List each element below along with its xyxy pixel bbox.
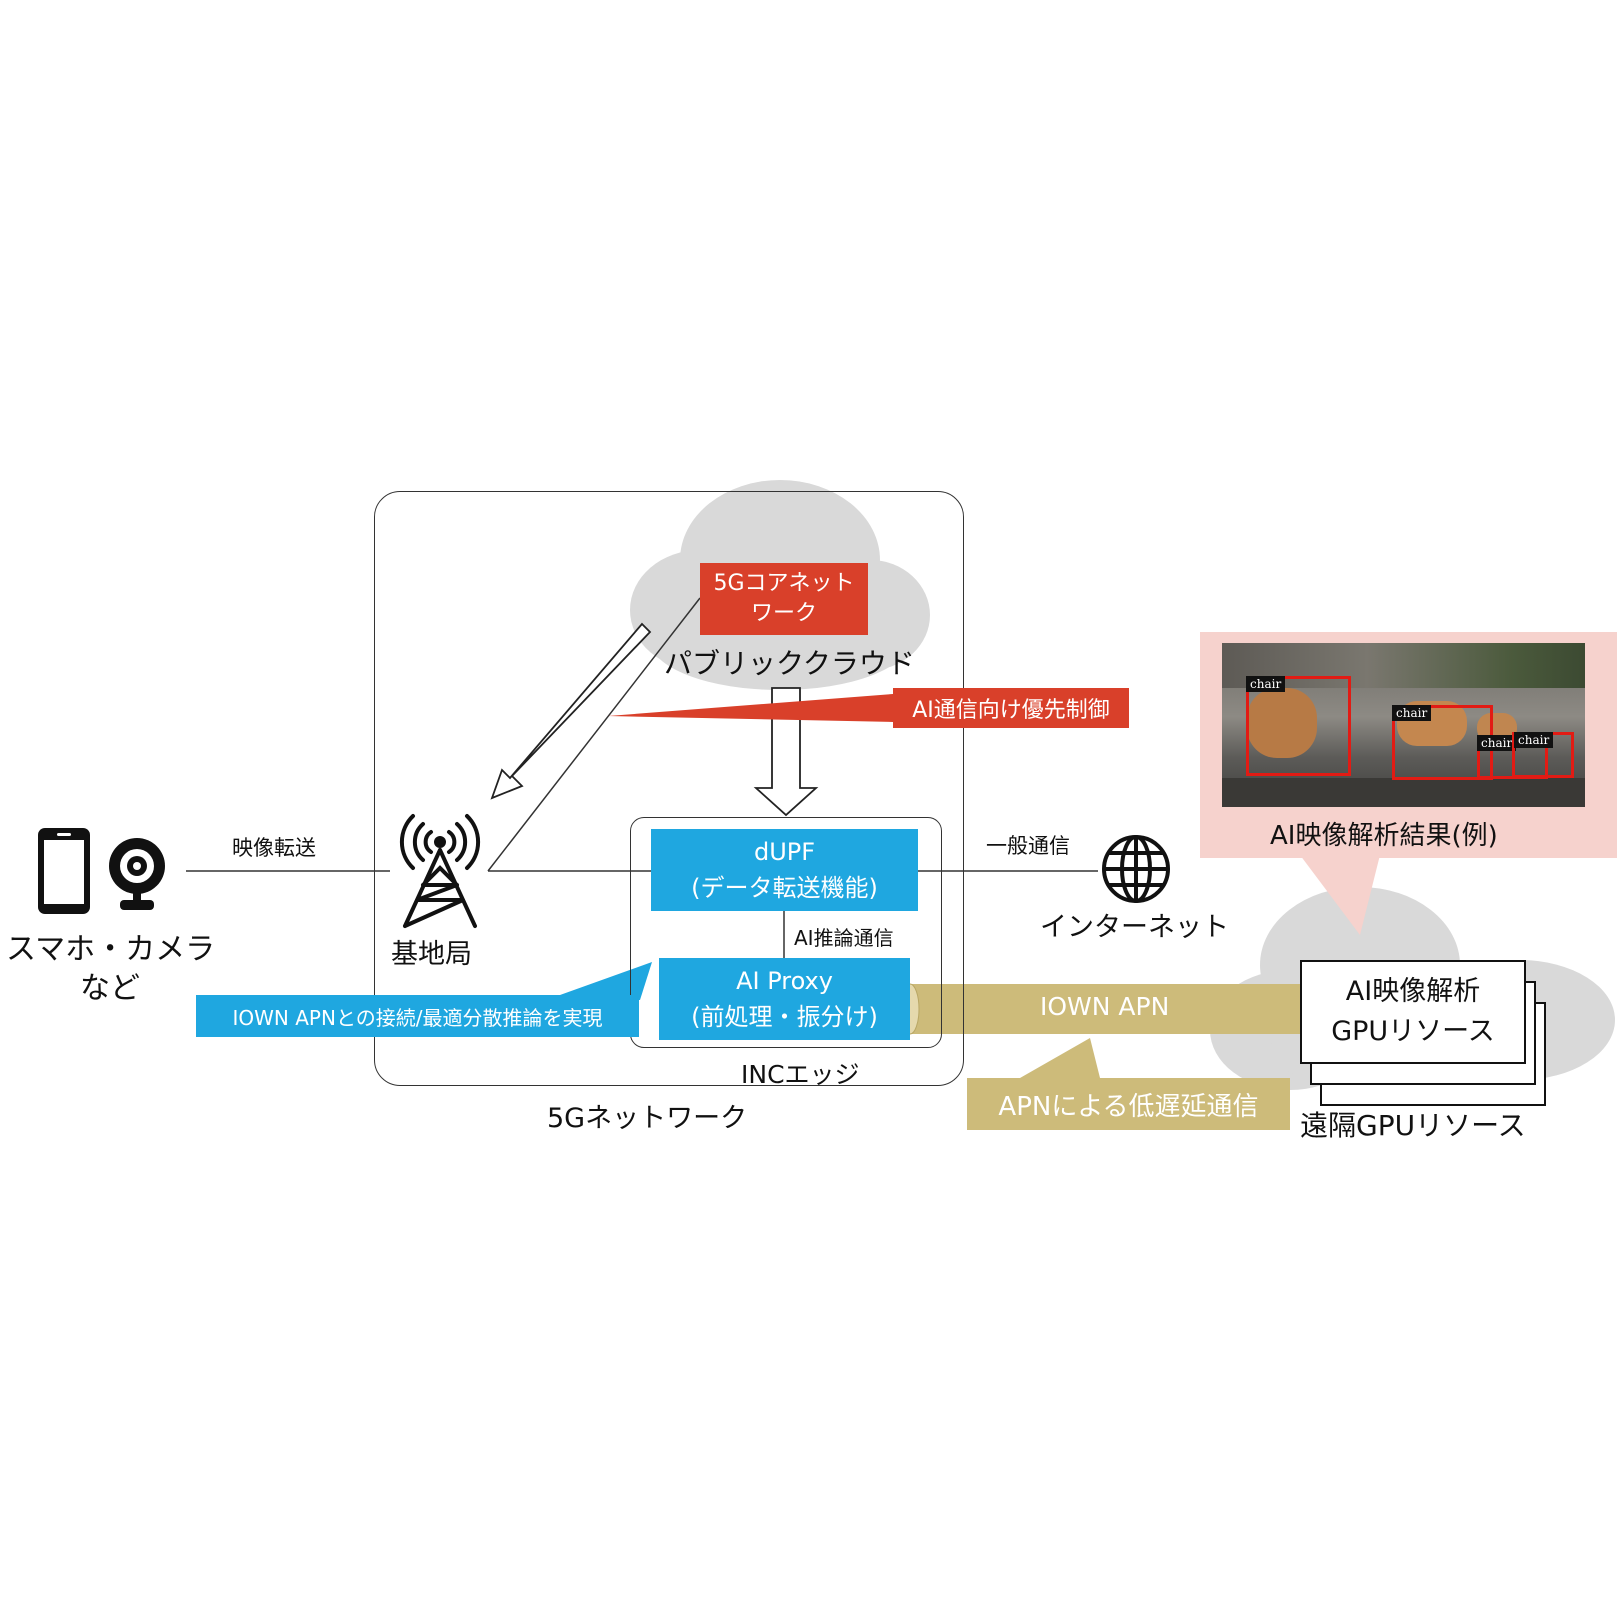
network-label: 5Gネットワーク xyxy=(547,1103,748,1134)
remote-gpu-label: 遠隔GPUリソース xyxy=(1300,1109,1526,1142)
control-arrow-diagonal xyxy=(490,622,652,800)
result-pointer xyxy=(1300,855,1380,935)
ai-priority-callout: AI通信向け優先制御 xyxy=(893,688,1129,728)
apn-callout: APNによる低遅延通信 xyxy=(967,1078,1290,1130)
core-network-line1: 5Gコアネット xyxy=(713,571,855,596)
devices-label-line1: スマホ・カメラ xyxy=(6,932,216,967)
public-cloud-label: パブリッククラウド xyxy=(664,647,915,680)
dupf-line1: dUPF xyxy=(753,838,816,866)
detection-tag: chair xyxy=(1246,676,1286,692)
gpu-card-front: AI映像解析 GPUリソース xyxy=(1300,960,1526,1064)
gpu-card-line1: AI映像解析 xyxy=(1345,976,1481,1007)
base-station-label: 基地局 xyxy=(391,939,472,970)
dupf-line2: (データ転送機能) xyxy=(691,874,878,902)
iown-wedge xyxy=(560,962,652,1000)
iown-apn-label: IOWN APN xyxy=(1040,992,1170,1021)
inc-edge-boundary xyxy=(630,817,942,1048)
dupf-box: dUPF (データ転送機能) xyxy=(651,829,918,911)
smartphone-icon xyxy=(38,828,90,914)
video-transfer-label: 映像転送 xyxy=(232,836,316,860)
core-network-box: 5Gコアネット ワーク xyxy=(700,563,868,635)
5g-network-boundary xyxy=(374,491,964,1086)
ai-inference-label: AI推論通信 xyxy=(794,926,894,950)
antenna-tower-icon xyxy=(399,814,481,928)
gpu-card-line2: GPUリソース xyxy=(1331,1016,1495,1047)
result-label: AI映像解析結果(例) xyxy=(1270,821,1498,851)
detection-tag: chair xyxy=(1477,735,1517,751)
detection-box xyxy=(1246,676,1351,776)
ai-proxy-box: AI Proxy (前処理・振分け) xyxy=(659,958,910,1040)
devices-label-line2: など xyxy=(80,971,140,1006)
globe-icon xyxy=(1102,835,1170,903)
proxy-line1: AI Proxy xyxy=(736,967,833,995)
detection-image: chair chair chair chair xyxy=(1222,643,1585,807)
proxy-line2: (前処理・振分け) xyxy=(691,1003,878,1031)
detection-tag: chair xyxy=(1392,705,1432,721)
webcam-icon xyxy=(109,838,165,910)
general-comm-label: 一般通信 xyxy=(986,834,1070,858)
inc-edge-label: INCエッジ xyxy=(741,1060,860,1089)
priority-wedge xyxy=(608,694,893,722)
iown-callout: IOWN APNとの接続/最適分散推論を実現 xyxy=(196,995,639,1037)
internet-label: インターネット xyxy=(1040,912,1229,943)
chair-shape xyxy=(1247,688,1317,758)
detection-tag: chair xyxy=(1514,732,1554,748)
apn-wedge xyxy=(1020,1038,1100,1078)
core-network-line2: ワーク xyxy=(750,601,817,626)
floor-shape xyxy=(1222,778,1585,807)
